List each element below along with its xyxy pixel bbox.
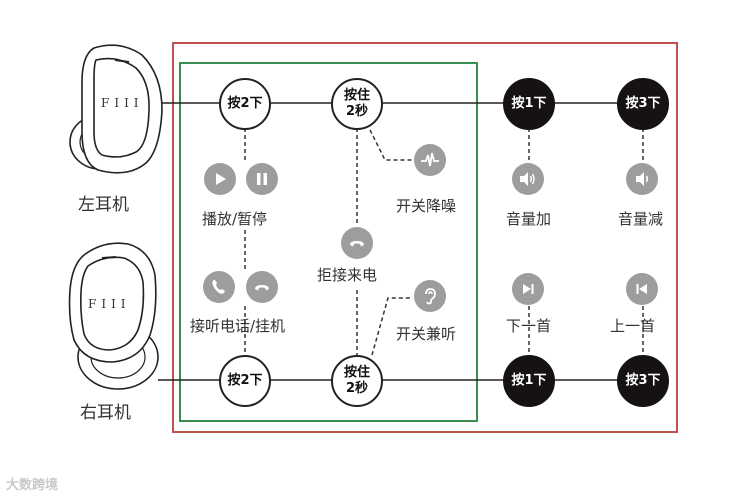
- left-press1-button: 按1下: [503, 78, 555, 130]
- watermark: 大数跨境: [6, 474, 58, 493]
- left-press2-button: 按2下: [219, 78, 271, 130]
- phone-hangup-icon: [246, 271, 278, 303]
- volume-up-icon: [512, 163, 544, 195]
- volume-down-icon: [626, 163, 658, 195]
- pause-icon: [246, 163, 278, 195]
- volume-up-label: 音量加: [506, 208, 551, 229]
- right-press1-button: 按1下: [503, 355, 555, 407]
- left-brand-text: FIII: [101, 96, 144, 110]
- noise-wave-icon: [414, 144, 446, 176]
- left-hold2s-button: 按住 2秒: [331, 78, 383, 130]
- hearthrough-toggle-label: 开关兼听: [396, 323, 456, 344]
- right-earbud-label: 右耳机: [80, 398, 131, 423]
- play-pause-label: 播放/暂停: [202, 208, 267, 229]
- next-track-icon: [512, 273, 544, 305]
- reject-call-icon: [341, 227, 373, 259]
- prev-track-label: 上一首: [610, 315, 655, 336]
- right-brand-text: FIII: [88, 297, 131, 311]
- volume-down-label: 音量减: [618, 208, 663, 229]
- reject-call-label: 拒接来电: [317, 264, 377, 285]
- answer-hangup-label: 接听电话/挂机: [190, 315, 285, 336]
- ear-icon: [414, 280, 446, 312]
- prev-track-icon: [626, 273, 658, 305]
- next-track-label: 下一首: [506, 315, 551, 336]
- right-press2-button: 按2下: [219, 355, 271, 407]
- left-press3-button: 按3下: [617, 78, 669, 130]
- right-press3-button: 按3下: [617, 355, 669, 407]
- anc-toggle-label: 开关降噪: [396, 195, 456, 216]
- right-hold2s-button: 按住 2秒: [331, 355, 383, 407]
- phone-answer-icon: [203, 271, 235, 303]
- left-earbud-label: 左耳机: [78, 190, 129, 215]
- right-earbud-drawing: [70, 243, 159, 389]
- play-icon: [204, 163, 236, 195]
